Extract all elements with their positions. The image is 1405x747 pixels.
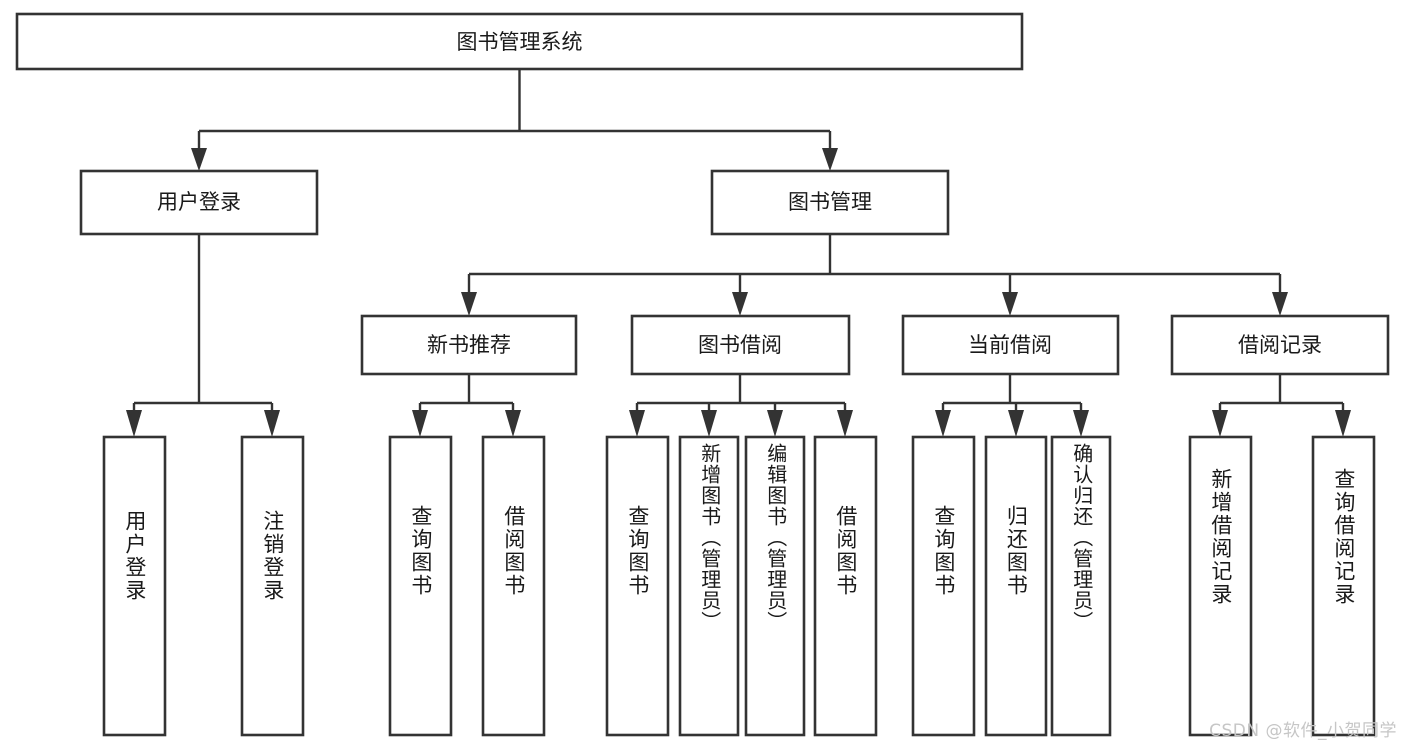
node-book-management-label: 图书管理 xyxy=(788,190,872,214)
leaf-box-return-book[interactable] xyxy=(984,435,1048,737)
arrowhead-book-management xyxy=(822,148,838,171)
leaf-box-query-book-3[interactable] xyxy=(911,435,976,737)
node-current-borrow[interactable]: 当前借阅 xyxy=(901,314,1120,376)
arrowhead-borrow-record xyxy=(1272,292,1288,316)
connectors-bookborrow-to-leaves xyxy=(629,374,853,437)
arrowhead-leaf-add-record xyxy=(1212,410,1228,437)
node-current-borrow-box[interactable] xyxy=(901,314,1120,376)
leaf-box-query-book-2[interactable] xyxy=(605,435,670,737)
node-new-book-recommend[interactable]: 新书推荐 xyxy=(360,314,578,376)
connectors-newbook-to-leaves xyxy=(412,374,521,437)
node-book-borrow[interactable]: 图书借阅 xyxy=(630,314,851,376)
leaf-box-user-login[interactable] xyxy=(102,435,167,737)
arrowhead-leaf-add-book xyxy=(701,410,717,437)
node-borrow-record-box[interactable] xyxy=(1170,314,1390,376)
arrowhead-leaf-borrow-book-2 xyxy=(837,410,853,437)
arrowhead-user-login xyxy=(191,148,207,171)
connectors-userlogin-to-leaves xyxy=(126,234,280,437)
node-borrow-record[interactable]: 借阅记录 xyxy=(1170,314,1390,376)
leaf-box-borrow-book-2[interactable] xyxy=(813,435,878,737)
leaf-box-borrow-book-1[interactable] xyxy=(481,435,546,737)
node-current-borrow-label: 当前借阅 xyxy=(968,333,1052,357)
arrowhead-leaf-borrow-book-1 xyxy=(505,410,521,437)
arrowhead-leaf-logout-login xyxy=(264,410,280,437)
leaf-box-add-record[interactable] xyxy=(1188,435,1253,737)
node-user-login-box[interactable] xyxy=(79,169,319,236)
arrowhead-leaf-edit-book xyxy=(767,410,783,437)
connectors-bookmgmt-to-level3 xyxy=(461,234,1288,316)
node-new-book-recommend-label: 新书推荐 xyxy=(427,333,511,357)
leaf-box-add-book[interactable] xyxy=(678,435,740,737)
arrowhead-leaf-query-book-2 xyxy=(629,410,645,437)
arrowhead-book-borrow xyxy=(732,292,748,316)
node-new-book-recommend-box[interactable] xyxy=(360,314,578,376)
node-borrow-record-label: 借阅记录 xyxy=(1238,333,1322,357)
node-book-management[interactable]: 图书管理 xyxy=(710,169,950,236)
node-user-login-label: 用户登录 xyxy=(157,190,241,214)
leaf-box-query-book-1[interactable] xyxy=(388,435,453,737)
leaf-box-confirm-return[interactable] xyxy=(1050,435,1112,737)
arrowhead-leaf-user-login xyxy=(126,410,142,437)
node-root-box[interactable] xyxy=(15,12,1024,71)
arrowhead-new-book xyxy=(461,292,477,316)
leaf-box-edit-book[interactable] xyxy=(744,435,806,737)
connectors-borrowrecord-to-leaves xyxy=(1212,374,1351,437)
leaf-box-logout-login[interactable] xyxy=(240,435,305,737)
node-book-management-box[interactable] xyxy=(710,169,950,236)
leaf-box-query-record[interactable] xyxy=(1311,435,1376,737)
arrowhead-leaf-query-record xyxy=(1335,410,1351,437)
arrowhead-current-borrow xyxy=(1002,292,1018,316)
node-book-borrow-label: 图书借阅 xyxy=(698,333,782,357)
arrowhead-leaf-return-book xyxy=(1008,410,1024,437)
connectors-root-to-level2 xyxy=(191,69,838,171)
node-user-login[interactable]: 用户登录 xyxy=(79,169,319,236)
connectors-currentborrow-to-leaves xyxy=(935,374,1089,437)
node-book-borrow-box[interactable] xyxy=(630,314,851,376)
arrowhead-leaf-confirm-return xyxy=(1073,410,1089,437)
arrowhead-leaf-query-book-1 xyxy=(412,410,428,437)
node-root-label: 图书管理系统 xyxy=(457,30,583,54)
watermark-text: CSDN @软件_小贺同学 xyxy=(1209,721,1397,741)
node-root[interactable]: 图书管理系统 xyxy=(15,12,1024,71)
arrowhead-leaf-query-book-3 xyxy=(935,410,951,437)
